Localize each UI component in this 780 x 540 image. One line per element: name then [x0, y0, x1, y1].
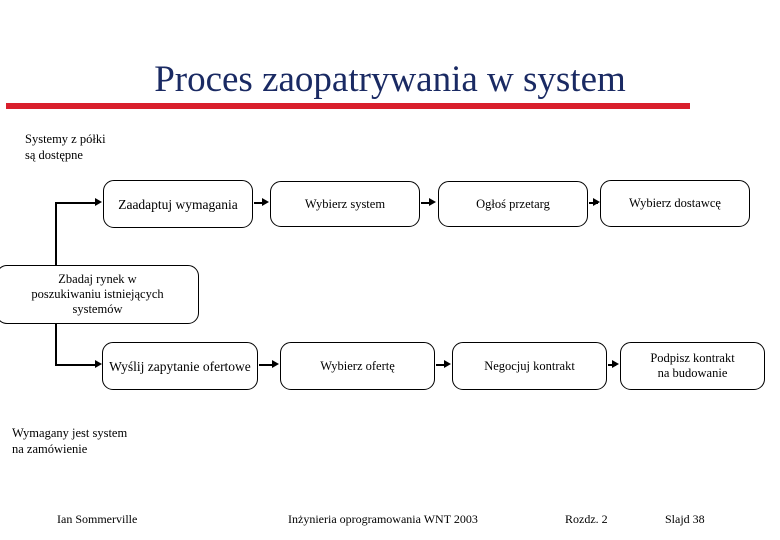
- process-box-label: Wyślij zapytanie ofertowe: [109, 358, 251, 374]
- annotation-bespoke: Wymagany jest system na zamówienie: [12, 426, 128, 456]
- process-box-survey-market[interactable]: Zbadaj rynek w poszukiwaniu istniejących…: [0, 265, 199, 324]
- footer-book-reference: Inżynieria oprogramowania WNT 2003: [288, 512, 478, 526]
- process-box-choose-supplier[interactable]: Wybierz dostawcę: [600, 180, 750, 227]
- process-box-send-rfp[interactable]: Wyślij zapytanie ofertowe: [102, 342, 258, 390]
- connector-top-2-line: [421, 202, 430, 204]
- footer-author: Ian Sommerville: [57, 512, 138, 526]
- connector-bottom-1-arrowhead: [272, 360, 279, 368]
- connector-up-arrowhead: [95, 198, 102, 206]
- process-box-negotiate-contract[interactable]: Negocjuj kontrakt: [452, 342, 607, 390]
- connector-top-2-arrowhead: [429, 198, 436, 206]
- connector-bottom-2-arrowhead: [444, 360, 451, 368]
- connector-bottom-3-arrowhead: [612, 360, 619, 368]
- process-box-label: Wybierz system: [304, 196, 386, 211]
- connector-bottom-1-line: [259, 364, 273, 366]
- footer-chapter: Rozdz. 2: [565, 512, 608, 526]
- connector-down-horizontal: [55, 364, 96, 366]
- process-box-adapt-requirements[interactable]: Zaadaptuj wymagania: [103, 180, 253, 228]
- process-box-announce-tender[interactable]: Ogłoś przetarg: [438, 181, 588, 227]
- connector-up-horizontal: [55, 202, 96, 204]
- process-box-choose-tender[interactable]: Wybierz ofertę: [280, 342, 435, 390]
- process-box-label: Negocjuj kontrakt: [484, 358, 575, 373]
- process-box-label: Zaadaptuj wymagania: [118, 196, 238, 212]
- process-box-label: Wybierz dostawcę: [629, 196, 721, 210]
- process-box-label: Podpisz kontrakt na budowanie: [650, 351, 735, 380]
- footer-slide-number: Slajd 38: [665, 512, 705, 526]
- process-box-label: Zbadaj rynek w poszukiwaniu istniejących…: [31, 272, 164, 316]
- connector-down-arrowhead: [95, 360, 102, 368]
- connector-down-vertical: [55, 324, 57, 366]
- connector-top-1-arrowhead: [262, 198, 269, 206]
- process-box-label: Ogłoś przetarg: [476, 196, 550, 211]
- connector-top-3-arrowhead: [593, 198, 600, 206]
- process-box-label: Wybierz ofertę: [320, 358, 395, 373]
- page-title: Proces zaopatrywania w system: [154, 59, 626, 100]
- title-underline-rule: [6, 103, 690, 109]
- connector-bottom-2-line: [436, 364, 446, 366]
- connector-top-1-line: [254, 202, 263, 204]
- process-box-choose-system[interactable]: Wybierz system: [270, 181, 420, 227]
- annotation-off-the-shelf: Systemy z półki są dostępne: [25, 132, 106, 162]
- connector-up-vertical: [55, 203, 57, 265]
- process-box-sign-contract[interactable]: Podpisz kontrakt na budowanie: [620, 342, 765, 390]
